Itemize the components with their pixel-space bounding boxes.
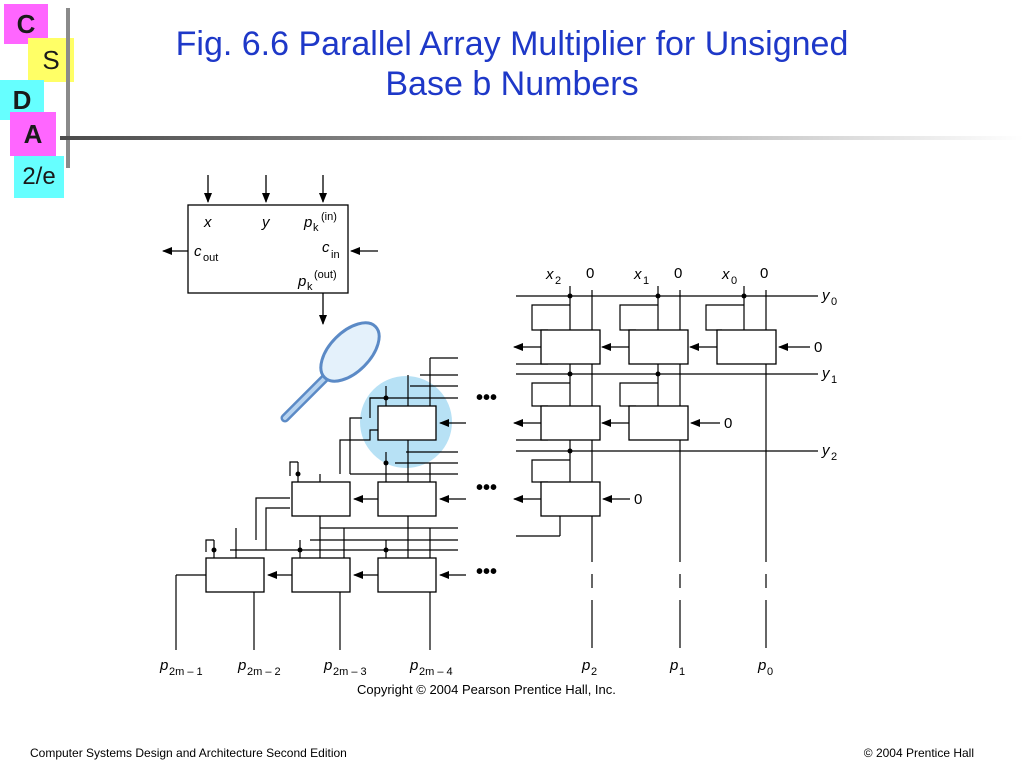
svg-text:y: y xyxy=(821,442,831,459)
svg-text:x: x xyxy=(633,266,642,283)
svg-text:0: 0 xyxy=(724,415,732,432)
svg-text:0: 0 xyxy=(814,339,822,356)
svg-text:0: 0 xyxy=(760,265,768,282)
multiplier-diagram: x y p k (in) c out c in p k (out) xyxy=(159,175,837,697)
right-array-wires xyxy=(513,286,818,648)
svg-text:1: 1 xyxy=(643,275,649,287)
svg-text:1: 1 xyxy=(831,374,837,386)
svg-text:2: 2 xyxy=(831,451,837,463)
ellipsis-markers: ••• ••• ••• xyxy=(476,387,497,583)
svg-text:•••: ••• xyxy=(476,477,497,499)
svg-text:2m – 1: 2m – 1 xyxy=(169,666,203,678)
svg-text:2: 2 xyxy=(555,275,561,287)
svg-text:2: 2 xyxy=(591,666,597,678)
svg-text:out: out xyxy=(203,252,218,264)
svg-text:1: 1 xyxy=(679,666,685,678)
svg-text:p: p xyxy=(581,657,590,674)
title-rule xyxy=(60,136,1024,140)
svg-text:p: p xyxy=(237,657,246,674)
svg-text:0: 0 xyxy=(767,666,773,678)
product-labels: p 2m – 1 p 2m – 2 p 2m – 3 p 2m – 4 p 2 … xyxy=(159,657,773,678)
svg-text:0: 0 xyxy=(831,296,837,308)
logo-letter-c: C xyxy=(4,4,48,44)
svg-text:x: x xyxy=(545,266,554,283)
right-array-cells xyxy=(540,329,777,517)
svg-text:p: p xyxy=(757,657,766,674)
cell-legend xyxy=(162,175,378,325)
left-array-junctions xyxy=(211,395,389,553)
svg-text:c: c xyxy=(194,243,202,260)
svg-text:y: y xyxy=(261,214,271,231)
svg-text:k: k xyxy=(313,222,319,234)
svg-text:c: c xyxy=(322,239,330,256)
svg-text:y: y xyxy=(821,365,831,382)
svg-text:p: p xyxy=(159,657,168,674)
footer-right: © 2004 Prentice Hall xyxy=(863,746,974,760)
svg-text:(out): (out) xyxy=(314,269,337,281)
slide-title-line1: Fig. 6.6 Parallel Array Multiplier for U… xyxy=(175,25,849,63)
svg-text:p: p xyxy=(297,273,306,290)
svg-text:k: k xyxy=(307,281,313,293)
svg-text:(in): (in) xyxy=(321,211,337,223)
magnifier-icon xyxy=(280,321,381,423)
svg-text:x: x xyxy=(721,266,730,283)
logo-letter-a: A xyxy=(10,112,56,156)
y-row-labels: y 0 y 1 y 2 0 0 0 xyxy=(634,287,837,508)
svg-text:p: p xyxy=(303,214,312,231)
svg-text:0: 0 xyxy=(586,265,594,282)
svg-text:in: in xyxy=(331,249,340,261)
x-input-labels: x 2 0 x 1 0 x 0 0 xyxy=(545,265,768,287)
svg-text:•••: ••• xyxy=(476,561,497,583)
svg-text:2m – 3: 2m – 3 xyxy=(333,666,367,678)
copyright-text: Copyright © 2004 Pearson Prentice Hall, … xyxy=(357,682,616,697)
logo-divider xyxy=(66,8,70,168)
svg-text:x: x xyxy=(203,214,212,231)
slide-title-line2: Base b Numbers xyxy=(385,65,639,103)
svg-text:0: 0 xyxy=(634,491,642,508)
svg-text:•••: ••• xyxy=(476,387,497,409)
svg-text:p: p xyxy=(323,657,332,674)
svg-text:p: p xyxy=(409,657,418,674)
cell-legend-labels: x y p k (in) c out c in p k (out) xyxy=(194,211,340,293)
svg-text:2m – 2: 2m – 2 xyxy=(247,666,281,678)
svg-text:y: y xyxy=(821,287,831,304)
svg-text:p: p xyxy=(669,657,678,674)
svg-text:2m – 4: 2m – 4 xyxy=(419,666,453,678)
right-array-junctions xyxy=(567,293,747,454)
slide-title: Fig. 6.6 Parallel Array Multiplier for U… xyxy=(90,24,934,104)
svg-text:0: 0 xyxy=(731,275,737,287)
footer-left: Computer Systems Design and Architecture… xyxy=(30,746,347,760)
left-array-cells xyxy=(205,405,437,593)
logo-edition: 2/e xyxy=(14,156,64,198)
svg-text:0: 0 xyxy=(674,265,682,282)
